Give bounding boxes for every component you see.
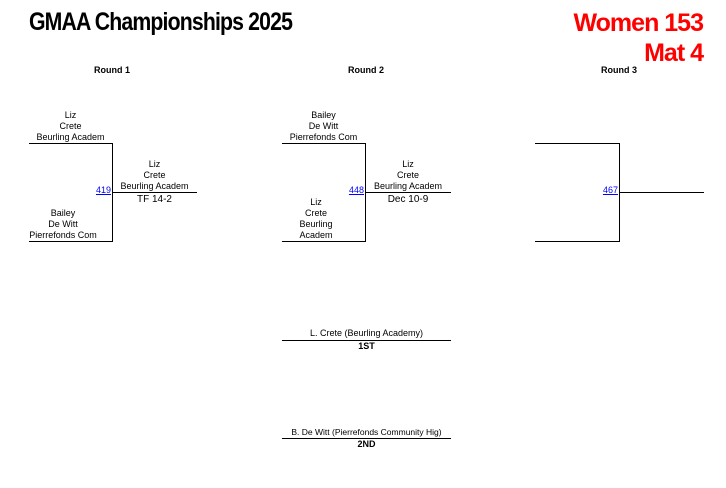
team: Academ — [299, 230, 333, 240]
bracket-line — [282, 143, 366, 144]
first-place-name: L. Crete (Beurling Academy) — [309, 328, 424, 338]
team: Beurling Academ — [373, 181, 443, 191]
team: Pierrefonds Com — [29, 230, 97, 240]
bracket-line — [282, 241, 366, 242]
first-name: Bailey — [311, 110, 336, 120]
bracket-line — [112, 192, 197, 193]
first-name: Bailey — [50, 208, 76, 218]
first-name: Liz — [148, 159, 161, 169]
first-name: Liz — [64, 110, 77, 120]
first-name: Liz — [310, 197, 322, 207]
round-3-header: Round 3 — [601, 65, 637, 75]
team: Beurling Academ — [36, 132, 105, 142]
bracket-line — [535, 143, 620, 144]
page-title: GMAA Championships 2025 — [29, 8, 293, 36]
last-name: Crete — [59, 121, 82, 131]
last-name: De Witt — [308, 121, 339, 131]
bracket-line — [535, 241, 620, 242]
team: Beurling — [299, 219, 333, 229]
last-name: Crete — [396, 170, 419, 180]
last-name: Crete — [304, 208, 327, 218]
last-name: De Witt — [48, 219, 78, 229]
first-name: Liz — [402, 159, 414, 169]
first-place-label: 1ST — [358, 341, 375, 351]
match-result: TF 14-2 — [136, 194, 172, 205]
bout-number-link[interactable]: 448 — [348, 185, 364, 195]
bout-number-link[interactable]: 419 — [95, 185, 111, 195]
team: Pierrefonds Com — [289, 132, 358, 142]
bout-number-link[interactable]: 467 — [602, 185, 618, 195]
round-1-header: Round 1 — [94, 65, 130, 75]
last-name: Crete — [143, 170, 166, 180]
mat-number: Mat 4 — [644, 39, 704, 67]
second-place-name: B. De Witt (Pierrefonds Community Hig) — [291, 427, 442, 437]
bracket-line — [29, 241, 113, 242]
placing-line — [282, 340, 451, 341]
bracket-line — [365, 192, 451, 193]
team: Beurling Academ — [120, 181, 189, 191]
bracket-line — [29, 143, 113, 144]
second-place-label: 2ND — [357, 439, 376, 449]
round-2-header: Round 2 — [348, 65, 384, 75]
match-result: Dec 10-9 — [387, 194, 429, 205]
placing-line — [282, 438, 451, 439]
weight-class: Women 153 — [573, 9, 704, 37]
bracket-line — [619, 192, 704, 193]
